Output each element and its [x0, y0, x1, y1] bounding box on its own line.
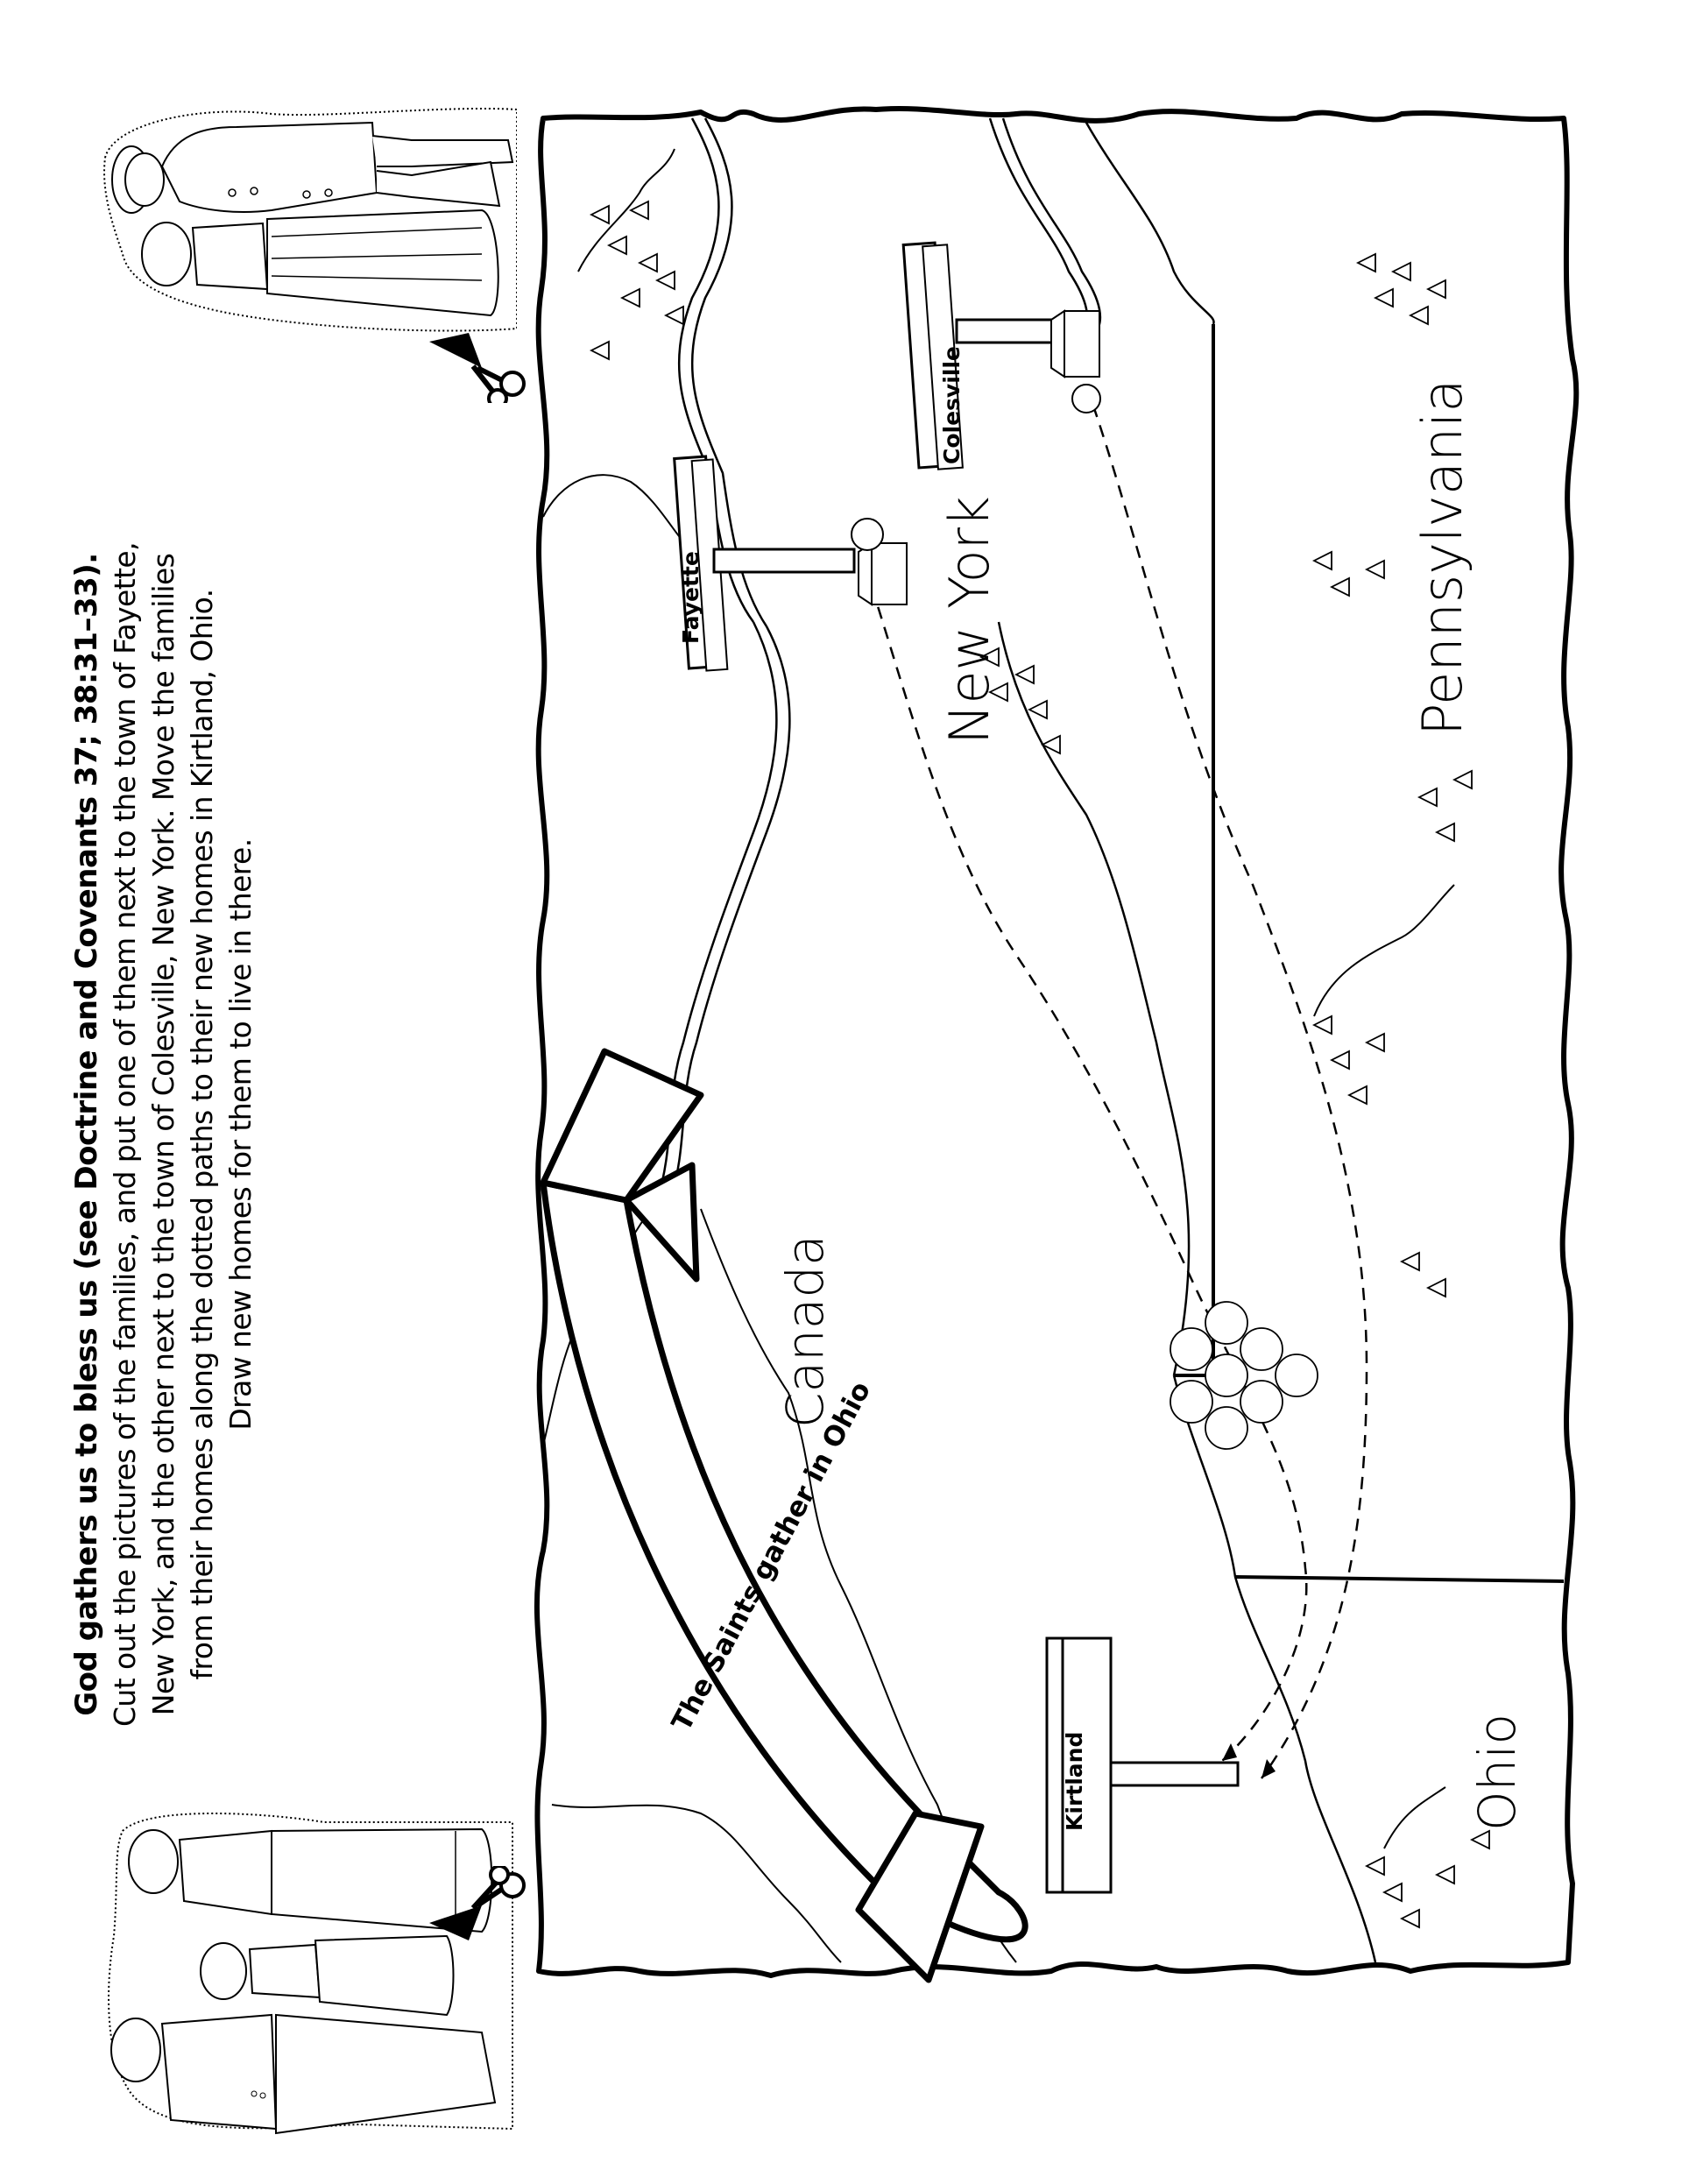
- scissors-icon: [429, 333, 526, 403]
- instruction-line: Draw new homes for them to live in there…: [223, 838, 258, 1431]
- family-cutout-three[interactable]: [96, 1796, 526, 2146]
- trees-pa-central: [1311, 550, 1473, 843]
- family-cutout-couple[interactable]: [96, 96, 526, 421]
- trees-ny-central: [979, 647, 1061, 755]
- region-label-canada: Canada: [775, 1234, 835, 1428]
- house-colesville: [1050, 309, 1101, 413]
- fayette-sign: [673, 455, 856, 672]
- instructions-block: God gathers us to bless us (see Doctrine…: [67, 346, 269, 1923]
- title-banner: [540, 1048, 1028, 1983]
- trees-ny-north: [589, 200, 684, 361]
- trees-ohio-south: [1364, 1829, 1490, 1929]
- trees-pa-south: [1311, 1014, 1446, 1298]
- sign-label-colesville: Colesville: [939, 346, 965, 464]
- scissors-icon: [429, 1866, 526, 1940]
- activity-heading: God gathers us to bless us (see Doctrine…: [69, 553, 104, 1716]
- region-label-ohio: Ohio: [1467, 1713, 1527, 1831]
- deciduous-trees: [1170, 1301, 1318, 1450]
- instructions-body: Cut out the pictures of the families, an…: [106, 346, 260, 1923]
- house-fayette: [851, 518, 908, 606]
- family-couple-illustration: [103, 108, 517, 332]
- sign-label-fayette: Fayette: [678, 551, 703, 644]
- sign-label-kirtland: Kirtland: [1062, 1731, 1087, 1831]
- kirtland-sign: [1045, 1636, 1240, 1894]
- family-three-illustration: [108, 1813, 513, 2135]
- trees-pa-north: [1355, 252, 1446, 326]
- region-label-new-york: New York: [937, 496, 1001, 745]
- instruction-line: Cut out the pictures of the families, an…: [108, 541, 142, 1728]
- region-label-pennsylvania: Pennsylvania: [1410, 378, 1474, 736]
- instruction-line: from their homes along the dotted paths …: [185, 589, 219, 1680]
- map-drawing: [534, 105, 1580, 1983]
- instruction-line: New York, and the other next to the town…: [146, 553, 180, 1716]
- map-illustration: New York Pennsylvania Canada Ohio Fayett…: [526, 96, 1586, 1997]
